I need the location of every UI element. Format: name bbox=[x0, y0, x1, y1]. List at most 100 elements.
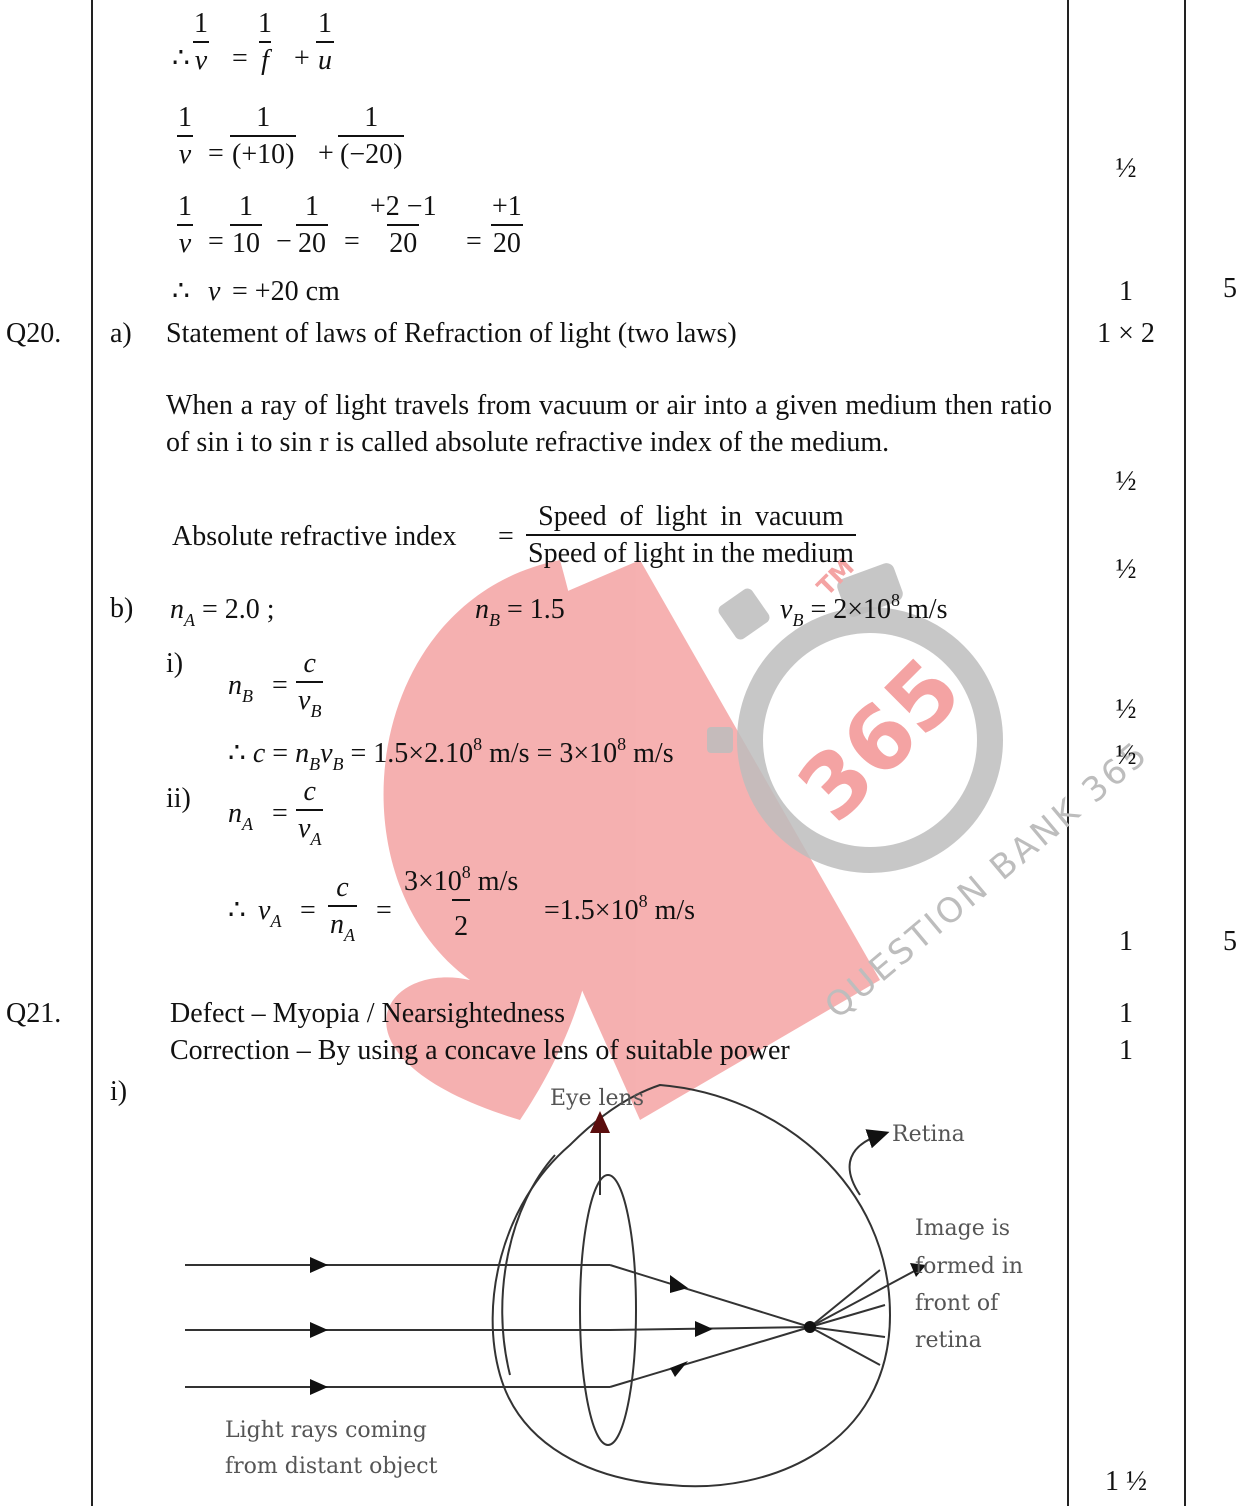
exponent: 8 bbox=[891, 590, 901, 610]
arrow-icon bbox=[310, 1257, 328, 1273]
arrow-icon bbox=[670, 1275, 688, 1293]
denominator: (−20) bbox=[338, 135, 405, 169]
nB-symbol: nB bbox=[228, 670, 253, 706]
numerator: 1 bbox=[258, 8, 272, 39]
defect-line: Defect – Myopia / Nearsightedness bbox=[170, 998, 565, 1029]
equals-sign: = bbox=[208, 226, 224, 257]
image-label-line-4: retina bbox=[915, 1328, 982, 1353]
mark-value: 1 ½ bbox=[1105, 1466, 1147, 1497]
equals-sign: = bbox=[232, 43, 248, 74]
denominator: v bbox=[176, 135, 194, 169]
equals-sign: = bbox=[344, 226, 360, 257]
denominator: u bbox=[316, 41, 334, 75]
symbol-v: v bbox=[780, 594, 793, 625]
rays-label-line-2: from distant object bbox=[225, 1454, 438, 1479]
refracted-ray-bottom bbox=[609, 1326, 811, 1388]
given-vB: vB = 2×108 m/s bbox=[780, 591, 948, 629]
refractive-index-definition: When a ray of light travels from vacuum … bbox=[166, 390, 1052, 458]
svg-text:front of: front of bbox=[915, 1291, 1000, 1316]
image-label-line-1: Image is bbox=[915, 1216, 1010, 1241]
cornea bbox=[501, 1154, 556, 1376]
result-variable: v bbox=[208, 276, 221, 307]
equals-sign: = bbox=[498, 521, 514, 552]
equals-sign: = bbox=[272, 670, 288, 701]
arrow-icon bbox=[670, 1361, 688, 1377]
symbol-n: n bbox=[330, 909, 344, 940]
therefore-symbol: ∴ bbox=[172, 276, 190, 307]
therefore-symbol: ∴ bbox=[172, 43, 190, 74]
image-label-line-2: formed in bbox=[915, 1254, 1023, 1279]
denominator: (+10) bbox=[230, 135, 297, 169]
fraction-1-over-minus20: 1 (−20) bbox=[338, 102, 405, 169]
fraction-c-over-nA: c nA bbox=[328, 872, 357, 944]
eye-lens-shape bbox=[579, 1174, 637, 1446]
denominator: Speed of light in the medium bbox=[526, 534, 856, 568]
arrow-icon bbox=[910, 1263, 926, 1277]
denominator: 20 bbox=[387, 224, 420, 258]
refractive-index-fraction: Speed of light in vacuum Speed of light … bbox=[526, 503, 856, 568]
subscript-B: B bbox=[792, 610, 804, 630]
numerator: 1 bbox=[305, 191, 319, 222]
speed-of-light-calculation: c∴ c = nBvB = 1.5×2.108 m/s = 3×108 m/s bbox=[228, 734, 674, 774]
subscript-A: A bbox=[270, 911, 282, 931]
symbol-n: n bbox=[228, 670, 242, 701]
unit: m/s bbox=[907, 594, 948, 625]
equals-sign: = bbox=[466, 226, 482, 257]
myopia-eye-diagram: Eye lens Retina Image is formed in front… bbox=[185, 1083, 1023, 1488]
fraction-1-over-v-3: 1 v bbox=[176, 193, 194, 258]
nB-value: = 1.5 bbox=[507, 594, 565, 625]
subscript-B: B bbox=[309, 754, 321, 774]
fraction-1-over-f: 1 f bbox=[256, 10, 274, 75]
mark-value: 1 bbox=[1119, 926, 1133, 957]
numerator: 1 bbox=[239, 191, 253, 222]
denominator: f bbox=[259, 41, 271, 75]
plus-sign: + bbox=[294, 43, 310, 74]
unit: m/s bbox=[477, 866, 519, 897]
numerator: +2 −1 bbox=[370, 191, 437, 222]
subscript-B: B bbox=[310, 701, 322, 721]
plus-sign: + bbox=[318, 138, 334, 169]
therefore-symbol: ∴ bbox=[228, 895, 246, 926]
numerator: c bbox=[303, 776, 316, 807]
image-pointer bbox=[809, 1267, 921, 1328]
eyeball-outline bbox=[491, 1083, 892, 1488]
fraction-plus1-over-20: +1 20 bbox=[490, 193, 524, 258]
diverging-ray-1 bbox=[809, 1269, 881, 1328]
part-a-statement: Statement of laws of Refraction of light… bbox=[166, 318, 737, 349]
unit: m/s bbox=[633, 738, 674, 769]
exponent: 8 bbox=[638, 891, 648, 911]
marks-column-rule bbox=[1067, 0, 1069, 1506]
symbol-n: n bbox=[475, 594, 489, 625]
correction-line: Correction – By using a concave lens of … bbox=[170, 1035, 790, 1066]
sub-part-label-ii: ii) bbox=[166, 783, 191, 814]
svg-text:Image is: Image is bbox=[915, 1216, 1010, 1241]
svg-text:retina: retina bbox=[915, 1328, 982, 1353]
vA-result: =1.5×108 m/s bbox=[544, 892, 696, 926]
symbol-c: c bbox=[252, 738, 266, 769]
svg-text:Light rays coming: Light rays coming bbox=[225, 1418, 427, 1443]
fraction-1-over-v: 1 v bbox=[192, 10, 210, 75]
sub-part-label-i: i) bbox=[110, 1076, 128, 1107]
vB-value: = 2×10 bbox=[810, 594, 892, 625]
watermark-arc-text: QUESTION BANK 365 bbox=[817, 733, 1156, 1027]
numerator: c bbox=[336, 872, 349, 903]
fraction-plus2minus1-over-20: +2 −1 20 bbox=[368, 193, 439, 258]
mark-value: ½ bbox=[1115, 554, 1137, 585]
total-marks: 5 bbox=[1223, 273, 1237, 304]
nA-value: = 2.0 ; bbox=[202, 594, 275, 625]
part-label-a: a) bbox=[110, 318, 132, 349]
fraction-3e8-over-2: 3×108 m/s 2 bbox=[402, 863, 520, 941]
retina-pointer bbox=[848, 1129, 890, 1196]
denominator: vA bbox=[296, 809, 324, 848]
denominator: 2 bbox=[452, 899, 471, 941]
numerator: 1 bbox=[194, 8, 208, 39]
arrow-icon bbox=[695, 1321, 713, 1337]
diverging-ray-4 bbox=[809, 1326, 881, 1366]
mark-value: 1 bbox=[1119, 276, 1133, 307]
fraction-c-over-vB: c vB bbox=[296, 650, 324, 720]
subscript-B: B bbox=[242, 686, 253, 706]
numerator: 1 bbox=[364, 102, 379, 133]
mark-value: 1 bbox=[1119, 998, 1133, 1029]
symbol-n: n bbox=[295, 738, 310, 769]
unit: m/s bbox=[654, 895, 696, 926]
